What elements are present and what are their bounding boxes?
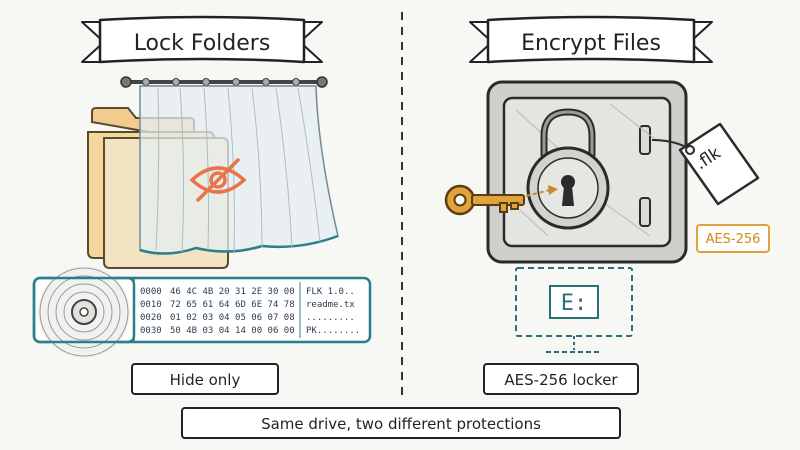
hex-ascii: PK........ — [306, 326, 360, 336]
key-icon — [444, 184, 525, 216]
hex-bytes: 50 4B 03 04 14 00 06 00 — [170, 326, 295, 336]
key-arrow — [525, 185, 558, 197]
padlock-icon — [526, 108, 610, 230]
left-label: Hide only — [170, 371, 241, 389]
sheer-curtain — [139, 85, 339, 255]
virtual-drive-monitor: E: — [515, 267, 633, 353]
curtain-rod — [120, 76, 328, 88]
drive-letter: E: — [561, 291, 588, 316]
hex-offset: 0020 — [140, 313, 162, 323]
eye-slash-icon — [189, 158, 247, 202]
hex-bytes: 72 65 61 64 6D 6E 74 78 — [170, 300, 295, 310]
right-banner-title: Encrypt Files — [521, 31, 661, 56]
aes-badge-text: AES-256 — [706, 232, 761, 247]
disc-icon — [38, 266, 130, 358]
right-banner: Encrypt Files — [469, 15, 713, 64]
aes-badge: AES-256 — [696, 224, 770, 253]
right-label: AES-256 locker — [504, 371, 618, 389]
file-tag: .flk — [651, 122, 760, 206]
left-banner: Lock Folders — [81, 15, 323, 64]
hex-bytes: 46 4C 4B 20 31 2E 30 00 — [170, 287, 295, 297]
caption-box: Same drive, two different protections — [181, 407, 621, 439]
hex-ascii: readme.tx — [306, 300, 355, 310]
hex-bytes: 01 02 03 04 05 06 07 08 — [170, 313, 295, 323]
right-label-box: AES-256 locker — [483, 363, 639, 395]
left-label-box: Hide only — [131, 363, 279, 395]
caption-text: Same drive, two different protections — [261, 415, 541, 433]
hex-ascii: ......... — [306, 313, 355, 323]
hex-offset: 0030 — [140, 326, 162, 336]
hex-offset: 0000 — [140, 287, 162, 297]
hex-offset: 0010 — [140, 300, 162, 310]
hex-ascii: FLK 1.0.. — [306, 287, 355, 297]
left-banner-title: Lock Folders — [134, 31, 271, 56]
hex-dump-panel: 0000 0010 0020 0030 46 4C 4B 20 31 2E 30… — [32, 266, 372, 358]
